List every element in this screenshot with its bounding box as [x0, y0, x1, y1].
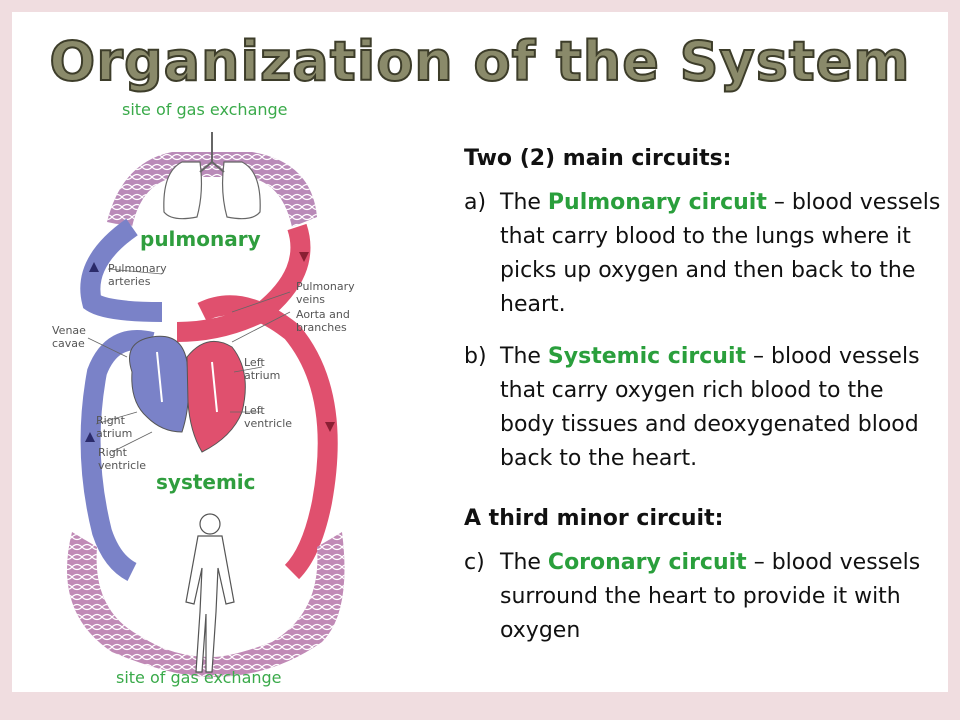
text-panel: Two (2) main circuits: a) The Pulmonary …	[464, 142, 944, 648]
systemic-region-label: systemic	[156, 470, 256, 494]
circulation-diagram	[67, 132, 345, 677]
item-marker: a)	[464, 190, 487, 215]
item-marker: c)	[464, 550, 485, 575]
main-circuits-heading: Two (2) main circuits:	[464, 146, 732, 171]
item-coronary: c) The Coronary circuit – blood vessels …	[464, 546, 944, 648]
item-marker: b)	[464, 344, 487, 369]
bottom-gas-exchange-label: site of gas exchange	[116, 668, 282, 687]
item-systemic: b) The Systemic circuit – blood vessels …	[464, 340, 944, 476]
lungs-icon	[163, 132, 261, 220]
body-capillary-bed	[67, 532, 345, 677]
pulmonary-artery-vessel	[80, 218, 163, 322]
lung-capillary-bed	[107, 152, 317, 227]
leader-lines	[87, 268, 291, 453]
highlight-coronary: Coronary circuit	[547, 550, 747, 575]
highlight-systemic: Systemic circuit	[547, 344, 746, 369]
flow-arrows	[85, 252, 335, 442]
slide: Organization of the System	[12, 12, 948, 692]
vena-cava-vessel	[80, 330, 155, 581]
slide-title: Organization of the System	[48, 29, 911, 94]
pulmonary-region-label: pulmonary	[140, 227, 261, 251]
item-body: The Systemic circuit – blood vessels tha…	[500, 344, 920, 471]
heart-icon	[129, 335, 246, 453]
item-body: The Pulmonary circuit – blood vessels th…	[500, 190, 941, 317]
item-pulmonary: a) The Pulmonary circuit – blood vessels…	[464, 186, 944, 322]
minor-circuit-heading: A third minor circuit:	[464, 506, 724, 531]
item-body: The Coronary circuit – blood vessels sur…	[500, 550, 921, 643]
human-figure-icon	[185, 513, 235, 673]
highlight-pulmonary: Pulmonary circuit	[547, 190, 767, 215]
top-gas-exchange-label: site of gas exchange	[122, 100, 288, 119]
